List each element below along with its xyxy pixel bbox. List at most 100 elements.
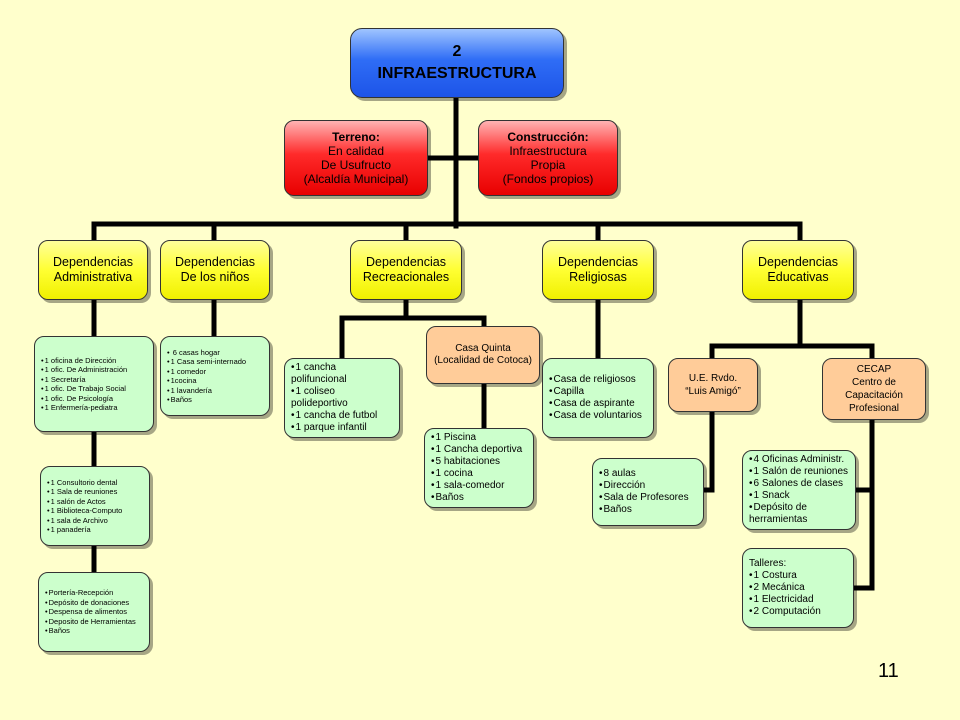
list-item: Casa de religiosos — [549, 374, 642, 386]
dependencias-ninos: Dependencias De los niños — [160, 240, 270, 300]
list-item: 1 cocina — [431, 468, 522, 480]
admin-list-2: 1 Consultorio dental 1 Sala de reuniones… — [40, 466, 150, 546]
list-item: Portería-Recepción — [45, 588, 136, 598]
list-item: Casa de aspirante — [549, 398, 642, 410]
list-item: 1 ofic. De Trabajo Social — [41, 384, 127, 394]
list-item: 5 habitaciones — [431, 456, 522, 468]
casa-quinta-line: Casa Quinta — [455, 343, 511, 354]
list-item: 2 Computación — [749, 606, 821, 618]
root-title: INFRAESTRUCTURA — [377, 65, 537, 82]
casa-quinta-list: 1 Piscina 1 Cancha deportiva 5 habitacio… — [424, 428, 534, 508]
list-item: 1 cancha polifuncional — [291, 362, 393, 386]
terreno-node: Terreno: En calidad De Usufructo (Alcald… — [284, 120, 428, 196]
list-item: 1 Secretaría — [41, 375, 127, 385]
ninos-list: 6 casas hogar 1 Casa semi-internado 1 co… — [160, 336, 270, 416]
list-item: 2 Mecánica — [749, 582, 821, 594]
list-item: Capilla — [549, 386, 642, 398]
list-item: Deposito de Herramientas — [45, 617, 136, 627]
list-item: Depósito de donaciones — [45, 598, 136, 608]
list-item: Baños — [599, 504, 689, 516]
ue-line: “Luis Amigó” — [685, 386, 741, 397]
cecap-line: Profesional — [848, 403, 900, 414]
list-item: 1 ofic. De Administración — [41, 365, 128, 375]
list-item: 1 salón de Actos — [47, 497, 122, 507]
list-item: 1 Salón de reuniones — [749, 466, 849, 478]
talleres-list: Talleres: 1 Costura 2 Mecánica 1 Electri… — [742, 548, 854, 628]
cecap-node: CECAP Centro de Capacitación Profesional — [822, 358, 926, 420]
construccion-line: Infraestructura — [509, 144, 587, 158]
dependencias-label: Dependencias — [53, 255, 133, 269]
dependencias-label: Dependencias — [558, 255, 638, 269]
admin-list-1: 1 oficina de Dirección 1 ofic. De Admini… — [34, 336, 154, 432]
list-item: 4 Oficinas Administr. — [749, 454, 849, 466]
dependencias-label: Dependencias — [758, 255, 838, 269]
cecap-line: Centro de — [852, 377, 896, 388]
dependencias-religiosas: Dependencias Religiosas — [542, 240, 654, 300]
list-item: Dirección — [599, 480, 689, 492]
root-node: 2 INFRAESTRUCTURA — [350, 28, 564, 98]
dependencias-label: Dependencias — [175, 255, 255, 269]
list-item: 1 Piscina — [431, 432, 522, 444]
casa-quinta-node: Casa Quinta (Localidad de Cotoca) — [426, 326, 540, 384]
list-item: 1 Consultorio dental — [47, 478, 122, 488]
list-item: 1 ofic. De Psicología — [41, 394, 127, 404]
list-item: 6 Salones de clases — [749, 478, 849, 490]
list-item: 1cocina — [167, 376, 246, 386]
dependencias-educativas: Dependencias Educativas — [742, 240, 854, 300]
admin-list-3: Portería-Recepción Depósito de donacione… — [38, 572, 150, 652]
dependencias-label: De los niños — [180, 270, 250, 284]
dependencias-label: Recreacionales — [362, 270, 450, 284]
list-item: Casa de voluntarios — [549, 410, 642, 422]
ue-list: 8 aulas Dirección Sala de Profesores Bañ… — [592, 458, 704, 526]
terreno-heading: Terreno: — [332, 130, 380, 144]
list-item: 1 comedor — [167, 367, 246, 377]
list-item: 1 Cancha deportiva — [431, 444, 523, 456]
list-item: Sala de Profesores — [599, 492, 689, 504]
list-item: 8 aulas — [599, 468, 689, 480]
list-item: 1 lavandería — [167, 386, 246, 396]
list-item: 1 sala de Archivo — [47, 516, 122, 526]
list-item: 1 Enfermería-pediatra — [41, 403, 127, 413]
ue-node: U.E. Rvdo. “Luis Amigó” — [668, 358, 758, 412]
list-item: 1 panadería — [47, 525, 122, 535]
dependencias-label: Administrativa — [53, 270, 133, 284]
religiosas-list: Casa de religiosos Capilla Casa de aspir… — [542, 358, 654, 438]
construccion-line: (Fondos propios) — [502, 172, 594, 186]
talleres-heading: Talleres: — [749, 558, 787, 569]
page-number: 11 — [878, 660, 899, 682]
list-item: 1 Electricidad — [749, 594, 821, 606]
terreno-line: De Usufructo — [320, 158, 392, 172]
list-item: 1 Casa semi-internado — [167, 357, 246, 367]
dependencias-label: Religiosas — [569, 270, 627, 284]
list-item: Depósito de herramientas — [749, 502, 849, 526]
dependencias-label: Educativas — [767, 270, 829, 284]
cecap-line: CECAP — [856, 364, 892, 375]
list-item: 1 sala-comedor — [431, 480, 522, 492]
dependencias-label: Dependencias — [366, 255, 446, 269]
recreacionales-list: 1 cancha polifuncional 1 coliseo polidep… — [284, 358, 400, 438]
terreno-line: (Alcaldía Municipal) — [303, 172, 409, 186]
cecap-line: Capacitación — [845, 390, 903, 401]
list-item: Baños — [431, 492, 522, 504]
dependencias-recreacionales: Dependencias Recreacionales — [350, 240, 462, 300]
list-item: 1 coliseo polideportivo — [291, 386, 393, 410]
dependencias-administrativa: Dependencias Administrativa — [38, 240, 148, 300]
list-item: 1 Costura — [749, 570, 821, 582]
list-item: 6 casas hogar — [167, 348, 246, 358]
construccion-heading: Construcción: — [507, 130, 589, 144]
ue-line: U.E. Rvdo. — [688, 373, 738, 384]
list-item: 1 cancha de futbol — [291, 410, 393, 422]
terreno-line: En calidad — [327, 144, 385, 158]
list-item: 1 Sala de reuniones — [47, 487, 122, 497]
list-item: 1 oficina de Dirección — [41, 356, 127, 366]
list-item: Despensa de alimentos — [45, 607, 136, 617]
construccion-line: Propia — [530, 158, 566, 172]
list-item: 1 Biblioteca-Computo — [47, 506, 123, 516]
cecap-list: 4 Oficinas Administr. 1 Salón de reunion… — [742, 450, 856, 530]
root-number: 2 — [452, 43, 462, 60]
list-item: Baños — [167, 395, 246, 405]
casa-quinta-line: (Localidad de Cotoca) — [434, 355, 532, 366]
list-item: 1 Snack — [749, 490, 849, 502]
